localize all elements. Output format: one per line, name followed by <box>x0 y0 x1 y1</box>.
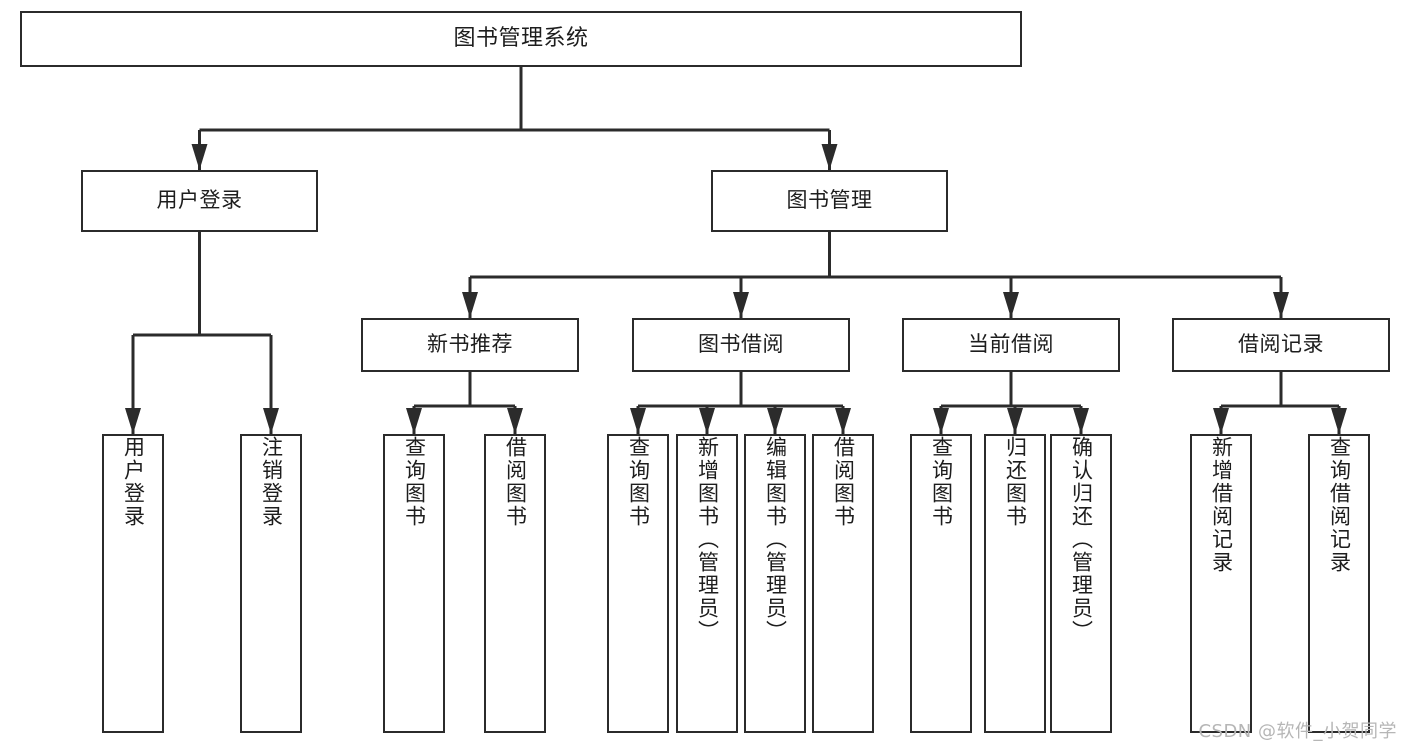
node-label: 用户登录 <box>121 436 146 528</box>
node-root[interactable]: 图书管理系统 <box>20 11 1022 67</box>
node-current-borrow[interactable]: 当前借阅 <box>902 318 1120 372</box>
node-label: 查询图书 <box>929 436 954 528</box>
node-label: 新增借阅记录 <box>1209 436 1234 574</box>
node-label: 注销登录 <box>259 436 284 528</box>
node-label: 用户登录 <box>156 188 243 213</box>
node-label: 查询图书 <box>626 436 651 528</box>
node-leaf-logout[interactable]: 注销登录 <box>240 434 302 733</box>
node-label: 借阅图书 <box>831 436 856 528</box>
node-label: 借阅图书 <box>503 436 528 528</box>
node-book-borrow[interactable]: 图书借阅 <box>632 318 850 372</box>
node-label: 图书管理 <box>786 188 873 213</box>
node-leaf-return-book[interactable]: 归还图书 <box>984 434 1046 733</box>
node-label: 归还图书 <box>1003 436 1028 528</box>
node-label: 编辑图书（管理员） <box>763 436 788 643</box>
node-label: 图书管理系统 <box>453 25 589 51</box>
node-book-manage[interactable]: 图书管理 <box>711 170 948 232</box>
node-leaf-add-borrow-record[interactable]: 新增借阅记录 <box>1190 434 1252 733</box>
node-leaf-borrow-book-1[interactable]: 借阅图书 <box>484 434 546 733</box>
node-leaf-query-borrow-record[interactable]: 查询借阅记录 <box>1308 434 1370 733</box>
node-leaf-add-book[interactable]: 新增图书（管理员） <box>676 434 738 733</box>
node-label: 图书借阅 <box>698 332 784 357</box>
node-label: 新书推荐 <box>427 332 513 357</box>
node-leaf-edit-book[interactable]: 编辑图书（管理员） <box>744 434 806 733</box>
node-label: 确认归还（管理员） <box>1069 436 1094 643</box>
node-user-login[interactable]: 用户登录 <box>81 170 318 232</box>
node-leaf-query-book-1[interactable]: 查询图书 <box>383 434 445 733</box>
node-new-book-recommend[interactable]: 新书推荐 <box>361 318 579 372</box>
node-leaf-confirm-return[interactable]: 确认归还（管理员） <box>1050 434 1112 733</box>
node-leaf-query-book-3[interactable]: 查询图书 <box>910 434 972 733</box>
node-leaf-user-login[interactable]: 用户登录 <box>102 434 164 733</box>
watermark: CSDN @软件_小贺同学 <box>1198 721 1397 742</box>
node-borrow-record[interactable]: 借阅记录 <box>1172 318 1390 372</box>
node-label: 新增图书（管理员） <box>695 436 720 643</box>
node-label: 查询图书 <box>402 436 427 528</box>
node-leaf-query-book-2[interactable]: 查询图书 <box>607 434 669 733</box>
node-label: 当前借阅 <box>968 332 1054 357</box>
node-label: 借阅记录 <box>1238 332 1324 357</box>
node-label: 查询借阅记录 <box>1327 436 1352 574</box>
node-leaf-borrow-book-2[interactable]: 借阅图书 <box>812 434 874 733</box>
